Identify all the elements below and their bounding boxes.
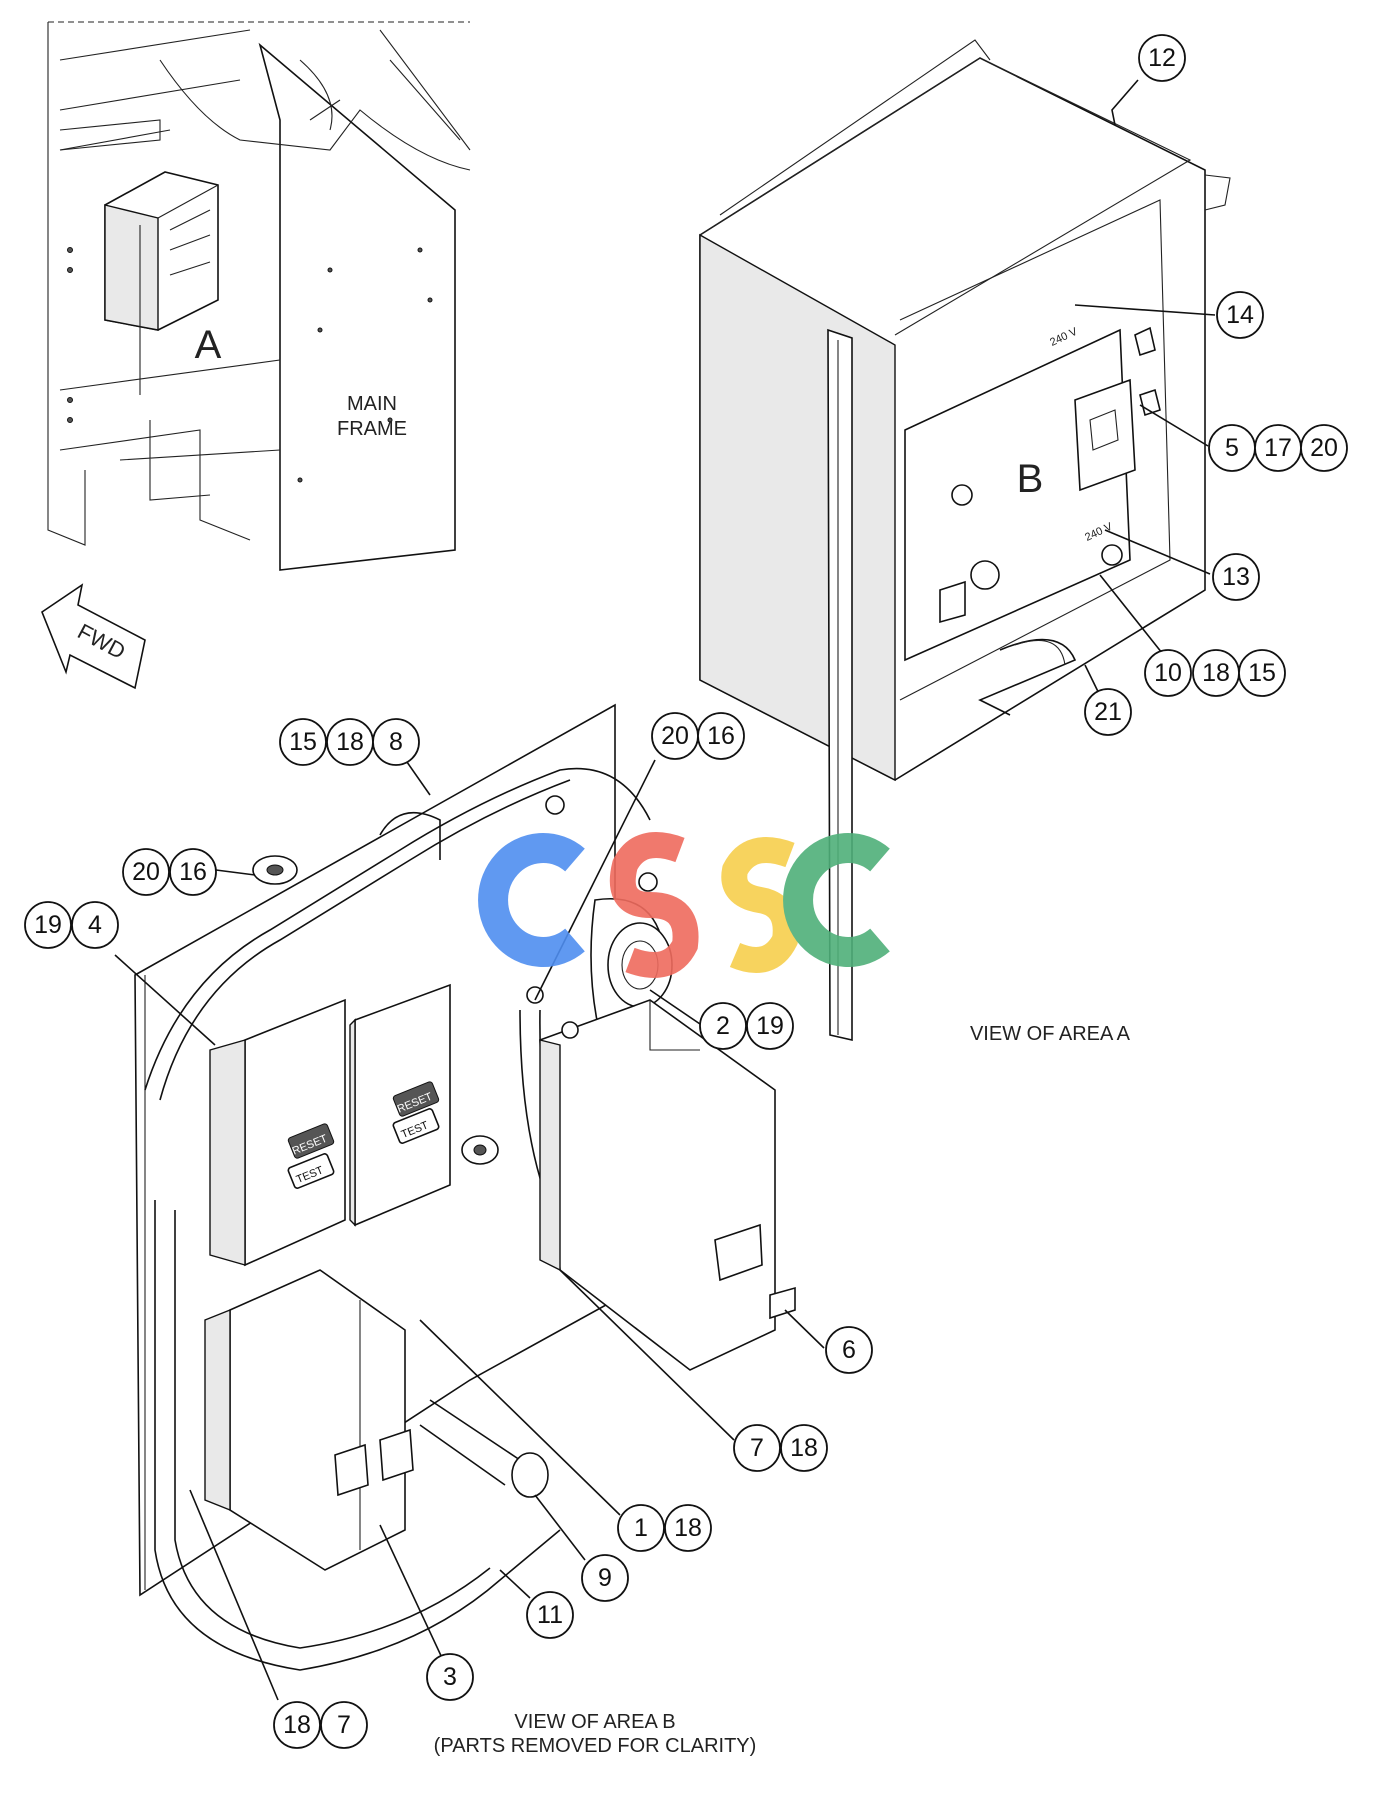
svg-text:14: 14 (1226, 301, 1254, 329)
callout-18-lower: 18 (664, 1504, 712, 1552)
svg-text:7: 7 (750, 1434, 764, 1462)
svg-text:7: 7 (337, 1711, 351, 1739)
area-b-detail-view: RESET TEST RESET TEST VIEW OF (134, 703, 796, 1757)
svg-text:8: 8 (389, 728, 403, 756)
svg-text:20: 20 (661, 722, 689, 750)
callout-18-bottom: 18 (273, 1701, 321, 1749)
main-frame-label-line2: FRAME (337, 418, 407, 440)
main-frame-view: A MAIN FRAME (47, 21, 471, 571)
callout-7-bottom: 7 (320, 1701, 368, 1749)
callout-20-left: 20 (122, 848, 170, 896)
callout-19-right: 19 (746, 1002, 794, 1050)
svg-text:12: 12 (1148, 44, 1176, 72)
cgsc-watermark-logo (478, 832, 890, 978)
callout-4: 4 (71, 901, 119, 949)
callout-20-right: 20 (651, 712, 699, 760)
view-area-b-caption-line2: (PARTS REMOVED FOR CLARITY) (434, 1735, 757, 1757)
callout-19-left: 19 (24, 901, 72, 949)
area-b-label: B (1017, 457, 1044, 501)
fwd-arrow: FWD (41, 583, 146, 690)
view-area-a-caption: VIEW OF AREA A (970, 1023, 1131, 1045)
svg-text:16: 16 (707, 722, 735, 750)
main-frame-label-line1: MAIN (347, 393, 397, 415)
area-a-label: A (195, 323, 222, 367)
svg-text:16: 16 (179, 858, 207, 886)
leader-lines (114, 79, 1216, 1701)
callout-20-top: 20 (1300, 424, 1348, 472)
svg-text:19: 19 (756, 1012, 784, 1040)
svg-text:18: 18 (1202, 659, 1230, 687)
callout-13: 13 (1212, 553, 1260, 601)
callout-5: 5 (1208, 424, 1256, 472)
view-area-b-caption-line1: VIEW OF AREA B (514, 1711, 675, 1733)
callout-6: 6 (825, 1326, 873, 1374)
callout-9: 9 (581, 1554, 629, 1602)
svg-text:18: 18 (674, 1514, 702, 1542)
callout-15-mid: 15 (279, 718, 327, 766)
svg-text:20: 20 (1310, 434, 1338, 462)
callout-12: 12 (1138, 34, 1186, 82)
svg-text:13: 13 (1222, 563, 1250, 591)
callout-16-right: 16 (697, 712, 745, 760)
svg-text:3: 3 (443, 1663, 457, 1691)
svg-text:21: 21 (1094, 698, 1122, 726)
svg-text:1: 1 (634, 1514, 648, 1542)
svg-text:2: 2 (716, 1012, 730, 1040)
callout-18-top: 18 (1192, 649, 1240, 697)
callout-21: 21 (1084, 688, 1132, 736)
callout-8: 8 (372, 718, 420, 766)
enclosure-view: B 240 V 240 V VIEW OF AREA A (699, 39, 1231, 1045)
svg-text:15: 15 (289, 728, 317, 756)
callout-10: 10 (1144, 649, 1192, 697)
callout-11: 11 (526, 1591, 574, 1639)
svg-text:5: 5 (1225, 434, 1239, 462)
svg-text:9: 9 (598, 1564, 612, 1592)
svg-text:4: 4 (88, 911, 102, 939)
callout-16-left: 16 (169, 848, 217, 896)
svg-text:15: 15 (1248, 659, 1276, 687)
callout-14: 14 (1216, 291, 1264, 339)
callout-18-right: 18 (780, 1424, 828, 1472)
callout-17: 17 (1254, 424, 1302, 472)
svg-text:10: 10 (1154, 659, 1182, 687)
svg-text:17: 17 (1264, 434, 1292, 462)
svg-text:19: 19 (34, 911, 62, 939)
svg-text:6: 6 (842, 1336, 856, 1364)
svg-text:20: 20 (132, 858, 160, 886)
callout-3: 3 (426, 1653, 474, 1701)
callout-2: 2 (699, 1002, 747, 1050)
svg-text:18: 18 (283, 1711, 311, 1739)
callout-15-top: 15 (1238, 649, 1286, 697)
callouts: 12 14 5 17 20 13 10 18 15 21 15 18 8 20 … (24, 34, 1348, 1749)
svg-text:18: 18 (336, 728, 364, 756)
svg-text:18: 18 (790, 1434, 818, 1462)
svg-text:11: 11 (537, 1601, 563, 1629)
callout-7-right: 7 (733, 1424, 781, 1472)
callout-1: 1 (617, 1504, 665, 1552)
callout-18-mid: 18 (326, 718, 374, 766)
